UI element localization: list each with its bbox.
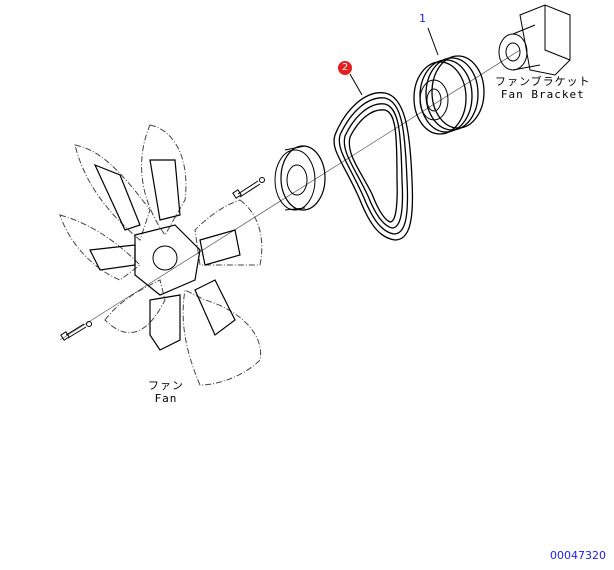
spacer	[274, 145, 326, 211]
bolt-lower	[60, 321, 92, 341]
fan-pulley	[413, 55, 485, 135]
callout-number-1[interactable]: 1	[419, 12, 426, 25]
fan-bracket	[498, 4, 571, 76]
bolt-upper	[232, 177, 265, 199]
callout-badge-2[interactable]: 2	[338, 61, 352, 75]
fan-label-jp: ファン	[148, 379, 184, 392]
fan-label: ファン Fan	[148, 379, 184, 405]
axis-line	[59, 49, 521, 341]
fan	[59, 124, 263, 386]
fan-bracket-label-jp: ファンブラケット	[495, 75, 591, 88]
fan-bracket-label-en: Fan Bracket	[500, 88, 585, 101]
leader-line-2	[349, 73, 363, 96]
drawing-code: 00047320	[550, 549, 606, 562]
leader-line-1	[427, 27, 439, 56]
v-belt	[333, 92, 414, 241]
fan-label-en: Fan	[154, 392, 178, 405]
fan-bracket-label: ファンブラケット Fan Bracket	[495, 75, 591, 101]
